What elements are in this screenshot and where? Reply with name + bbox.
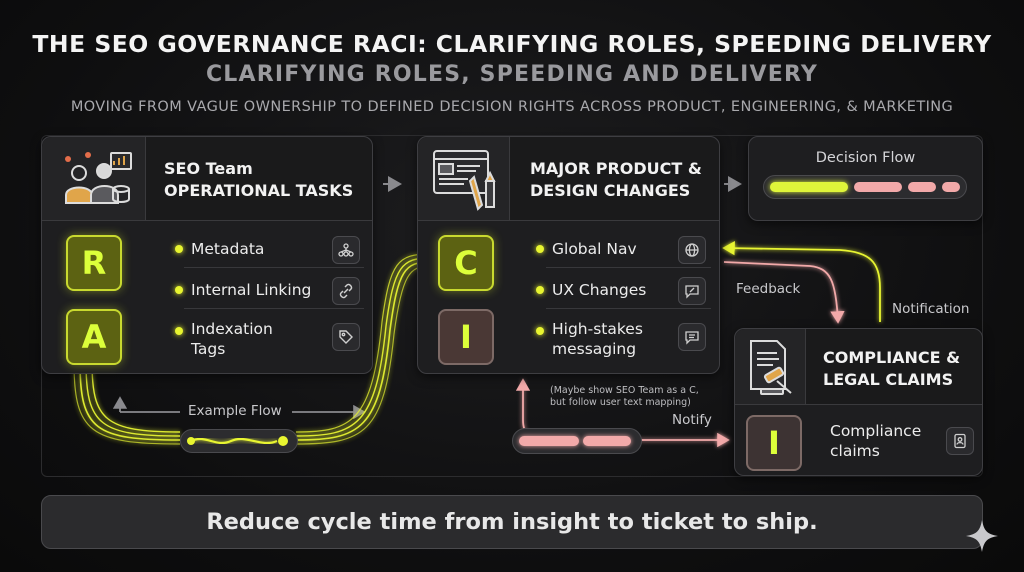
- team-analytics-icon: [65, 152, 132, 204]
- notify-segment: [583, 436, 631, 446]
- decision-flow-track: [763, 175, 967, 199]
- compliance-card-title: COMPLIANCE & LEGAL CLAIMS: [823, 348, 961, 389]
- decision-flow-label: Decision Flow: [815, 150, 916, 166]
- design-tools-icon: [433, 150, 496, 211]
- yellow-flow: [73, 253, 431, 445]
- legal-document-gavel-icon: [750, 340, 792, 395]
- link-icon: [332, 277, 360, 305]
- role-letter-r: R: [66, 235, 122, 291]
- row-divider: [184, 308, 364, 309]
- chat-edit-icon: [678, 277, 706, 305]
- notify-segment: [519, 436, 579, 446]
- product-design-card: MAJOR PRODUCT & DESIGN CHANGES C I Globa…: [417, 136, 720, 374]
- globe-icon: [678, 236, 706, 264]
- row-label-global-nav: Global Nav: [552, 240, 637, 258]
- row-label-high-stakes: High-stakes messaging: [552, 320, 643, 358]
- row-dot: [536, 327, 544, 335]
- notification-label: Notification: [892, 301, 970, 317]
- notify-pill: [512, 428, 642, 454]
- row-label-internal-linking: Internal Linking: [191, 281, 312, 299]
- id-badge-icon: [946, 427, 974, 455]
- row-label-compliance-claims: Compliance claims: [830, 422, 922, 460]
- row-label-ux-changes: UX Changes: [552, 281, 647, 299]
- role-letter-c: C: [438, 235, 494, 291]
- vertical-flow-arrows: [440, 378, 484, 470]
- feedback-path: [723, 261, 845, 324]
- example-flow-wave: [187, 436, 288, 446]
- row-label-indexation: Indexation Tags: [191, 320, 273, 358]
- feedback-label: Feedback: [736, 281, 801, 297]
- flow-segment-pink: [854, 182, 902, 192]
- row-dot: [175, 327, 183, 335]
- mapping-note: (Maybe show SEO Team as a C, but follow …: [550, 385, 699, 408]
- sitemap-icon: [332, 236, 360, 264]
- subtitle: CLARIFYING ROLES, SPEEDING AND DELIVERY: [205, 62, 819, 87]
- tag-icon: [332, 323, 360, 351]
- flow-segment-yellow: [770, 182, 848, 192]
- seo-team-card: SEO Team OPERATIONAL TASKS R A Metadata …: [41, 136, 373, 374]
- sparkle-icon: [966, 520, 998, 552]
- notification-path: [722, 240, 881, 322]
- row-divider: [546, 267, 711, 268]
- compliance-card: COMPLIANCE & LEGAL CLAIMS I Compliance c…: [734, 328, 983, 476]
- tagline: MOVING FROM VAGUE OWNERSHIP TO DEFINED D…: [70, 99, 954, 115]
- role-letter-a: A: [66, 309, 122, 365]
- row-label-metadata: Metadata: [191, 240, 265, 258]
- summary-bar: Reduce cycle time from insight to ticket…: [41, 495, 983, 549]
- row-divider: [546, 308, 711, 309]
- row-dot: [536, 245, 544, 253]
- flow-segment-pink: [942, 182, 960, 192]
- example-flow-label: Example Flow: [188, 403, 282, 419]
- row-dot: [175, 245, 183, 253]
- example-flow-pill: [180, 429, 298, 453]
- role-letter-i-compliance: I: [746, 415, 802, 471]
- role-letter-i: I: [438, 309, 494, 365]
- row-dot: [175, 286, 183, 294]
- product-card-title: MAJOR PRODUCT & DESIGN CHANGES: [530, 159, 702, 200]
- message-icon: [678, 323, 706, 351]
- example-flow-bracket: [112, 396, 366, 420]
- decision-flow-card: Decision Flow: [748, 136, 983, 221]
- main-title: THE SEO GOVERNANCE RACI: CLARIFYING ROLE…: [32, 30, 992, 58]
- row-dot: [536, 286, 544, 294]
- notify-label: Notify: [672, 412, 712, 428]
- row-divider: [184, 267, 364, 268]
- seo-card-title: SEO Team OPERATIONAL TASKS: [164, 159, 354, 200]
- flow-segment-pink: [908, 182, 936, 192]
